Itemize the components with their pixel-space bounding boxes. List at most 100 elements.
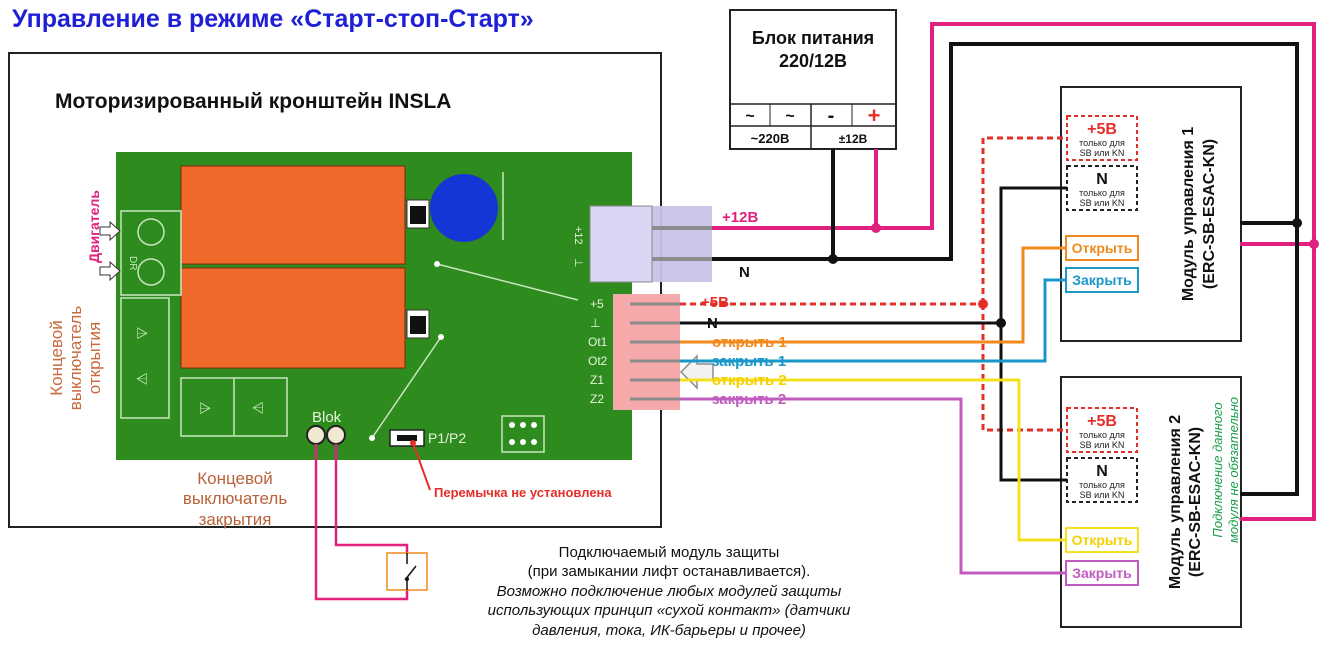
motor-label: Двигатель [86, 190, 102, 263]
ps-terminal-minus: - [828, 105, 835, 127]
wire-label-close2: закрыть 2 [712, 391, 786, 408]
ps-ac-label: ~220В [751, 131, 790, 146]
module-1-close-button [1065, 267, 1139, 293]
module-1-open-button [1065, 235, 1139, 261]
protection-line3: Возможно подключение любых модулей защит… [497, 583, 842, 600]
jumper-label: P1/P2 [428, 430, 466, 446]
wire-label-close1: закрыть 1 [712, 353, 786, 370]
protection-line4: использующих принцип «сухой контакт» (да… [488, 602, 851, 619]
module-1-n-note-2: SB или KN [1080, 198, 1125, 208]
wire-label-open2: открыть 2 [712, 372, 787, 389]
control-pin-labels: +5 ⊥ Ot1 Ot2 Z1 Z2 [588, 297, 608, 406]
module-2-open-button [1065, 527, 1139, 553]
power-supply-title-2: 220/12В [779, 51, 847, 71]
motor-arrow-1 [99, 220, 121, 242]
board-title: Моторизированный кронштейн INSLA [55, 90, 451, 113]
pin-label-gnd: ⊥ [590, 316, 600, 330]
module-2-5v-box [1066, 407, 1138, 453]
pin-label-5v: +5 [590, 297, 604, 311]
pwr-pin-label-12: +12 [572, 226, 584, 245]
limit-close-line1: Концевой [197, 469, 273, 488]
diode-symbol-2: ⩤ [136, 371, 148, 388]
ps-terminal-ac2: ~ [785, 108, 794, 125]
power-supply-title-1: Блок питания [752, 28, 874, 48]
header-6pin [501, 415, 545, 453]
wire-label-open1: открыть 1 [712, 334, 787, 351]
module-1-title: Модуль управления 1 [1180, 127, 1197, 301]
wire-close2 [680, 397, 1066, 575]
wire-label-n2: N [707, 315, 718, 332]
limit-switch-open-block [120, 297, 170, 419]
terminal-screw-1 [137, 218, 165, 246]
module-2-n-note-1: только для [1079, 480, 1125, 490]
module-1-n-label: N [1096, 171, 1108, 188]
module-2-5v-label: +5В [1087, 413, 1117, 430]
module-1-5v-label: +5В [1087, 121, 1117, 138]
page-title: Управление в режиме «Старт-стоп-Старт» [12, 5, 534, 33]
pin-label-ot1: Ot1 [588, 335, 608, 349]
junction-12v-1 [871, 223, 881, 233]
wire-12v-bus [876, 22, 1316, 521]
module-2-n-note-2: SB или KN [1080, 490, 1125, 500]
blok-pin-1 [306, 425, 326, 445]
motor-connector [120, 210, 182, 296]
module-2-5v-note-2: SB или KN [1080, 440, 1125, 450]
protection-line5: давления, тока, ИК-барьеры и прочее) [532, 622, 806, 639]
protection-line2: (при замыкании лифт останавливается). [528, 563, 811, 580]
wire-5v-module1 [981, 136, 1067, 304]
junction-12v-2 [1309, 239, 1319, 249]
module-2-title: Модуль управления 2 [1167, 415, 1184, 589]
wire-5v-module2 [981, 304, 1067, 432]
ps-terminal-ac1: ~ [745, 108, 754, 125]
blok-pin-2 [326, 425, 346, 445]
junction-n-1 [828, 254, 838, 264]
module-2-optional-note-2: модуля не обязательно [1226, 397, 1241, 543]
junction-5v [978, 299, 988, 309]
wire-label-n: N [739, 264, 750, 281]
junction-n2 [996, 318, 1006, 328]
diode-symbol-1: ⩥ [136, 325, 148, 342]
protection-switch-pivot [405, 577, 409, 581]
wire-n2-module1 [999, 186, 1067, 323]
module-2-5v-note-1: только для [1079, 430, 1125, 440]
control-connector-pins [630, 302, 680, 401]
junction-n-2 [1292, 218, 1302, 228]
jumper-note: Перемычка не установлена [434, 485, 612, 500]
limit-switch-close-label: Концевой выключатель закрытия [183, 469, 288, 529]
limit-open-line1: Концевой [47, 320, 66, 396]
module-2-model: (ERC-SB-ESAC-KN) [1187, 427, 1204, 577]
pcb-via-3 [369, 435, 375, 441]
limit-open-line2: выключатель [66, 306, 85, 411]
wire-n-power [712, 149, 835, 261]
module-2-optional-note-1: Подключение данного [1210, 402, 1225, 537]
pin-label-ot2: Ot2 [588, 354, 608, 368]
diode-2-core [410, 316, 426, 334]
diode-symbol-4: ⩤ [252, 400, 264, 417]
pwr-pin-label-gnd: ⊥ [572, 258, 584, 268]
pcb-trace-2 [371, 336, 442, 439]
wire-blok-2 [334, 444, 409, 553]
diode-symbol-3: ⩥ [199, 400, 211, 417]
relay-1 [180, 165, 406, 265]
control-connector-housing [613, 294, 680, 410]
dr-label: DR [127, 256, 138, 270]
limit-close-line3: закрытия [199, 510, 272, 529]
wire-open2 [680, 378, 1066, 542]
module-2-close-button [1065, 560, 1139, 586]
header-6pin-holes [509, 422, 537, 445]
module-1-open-label: Открыть [1072, 240, 1133, 256]
wire-blok-1 [314, 444, 409, 601]
limit-switch-open-label: Концевой выключатель открытия [47, 306, 104, 411]
module-1-5v-box [1066, 115, 1138, 161]
wire-close1 [680, 278, 1066, 363]
terminal-screw-2 [137, 258, 165, 286]
protection-text: Подключаемый модуль защиты (при замыкани… [488, 544, 851, 639]
wire-n2-module2 [999, 323, 1067, 482]
diode-1-core [410, 206, 426, 224]
wire-open1 [680, 246, 1066, 344]
module-2-n-label: N [1096, 463, 1108, 480]
ps-dc-label: ±12В [839, 132, 868, 146]
capacitor [430, 174, 498, 242]
motor-arrow-2 [99, 260, 121, 282]
